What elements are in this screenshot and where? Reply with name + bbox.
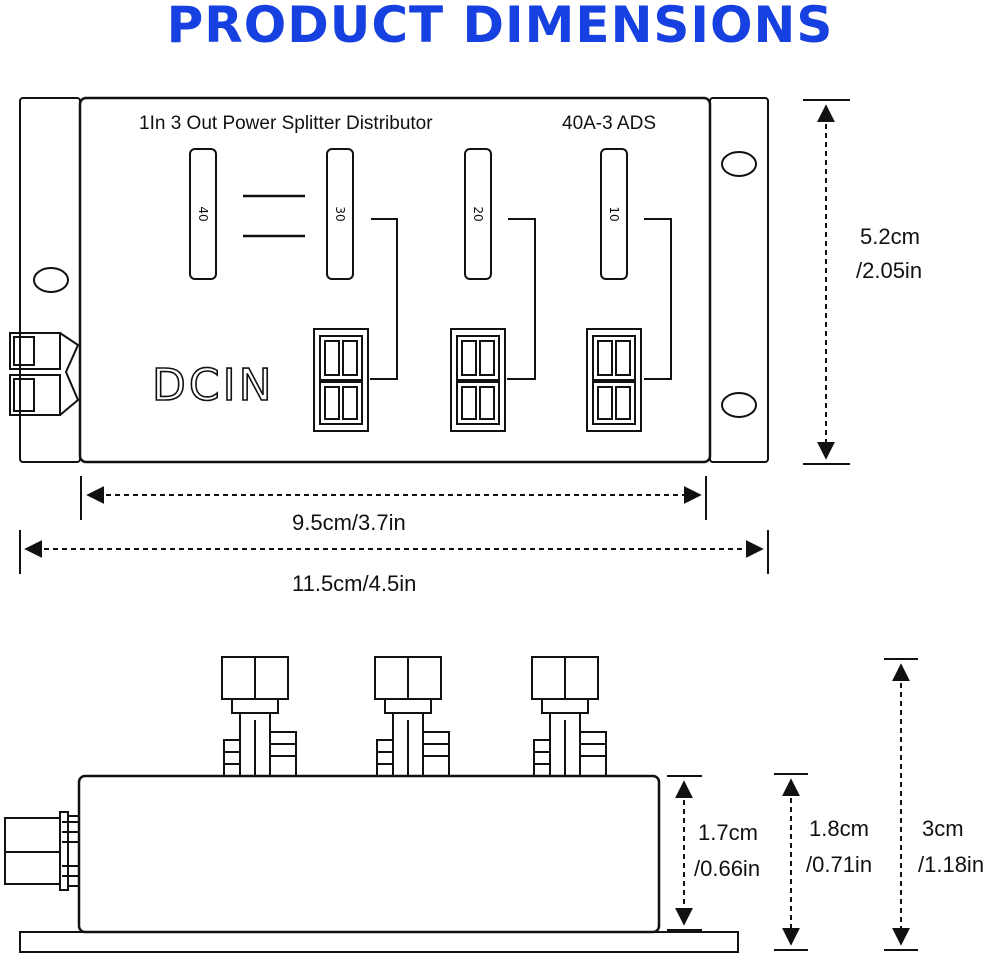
top-dimension-lines xyxy=(19,99,850,574)
fuse-label-30: 30 xyxy=(333,206,347,221)
body-height-metric-label: 1.7cm xyxy=(698,820,758,845)
base-height-imperial-label: /0.71in xyxy=(806,852,872,877)
fuse-label-10: 10 xyxy=(607,206,621,221)
fuse-slot-20 xyxy=(464,148,492,280)
fuse-slot-10 xyxy=(600,148,628,280)
output-connector-icon xyxy=(586,328,642,432)
outer-width-label: 11.5cm/4.5in xyxy=(292,571,416,596)
fuse-label-40: 40 xyxy=(196,206,210,221)
output-connector-side-icon xyxy=(374,656,450,777)
inner-width-label: 9.5cm/3.7in xyxy=(292,510,406,535)
output-connector-icon xyxy=(313,328,369,432)
left-flange xyxy=(19,97,81,463)
top-view xyxy=(9,96,769,464)
model-label: 40A-3 ADS xyxy=(562,113,656,134)
main-body xyxy=(78,96,712,464)
output-connector-side-icon xyxy=(531,656,607,777)
side-dimension-lines xyxy=(667,658,918,951)
height-metric-label: 5.2cm xyxy=(860,224,920,249)
body-height-imperial-label: /0.66in xyxy=(694,856,760,881)
wire xyxy=(507,218,536,380)
side-view xyxy=(4,656,739,953)
mounting-hole-icon xyxy=(721,392,757,418)
total-height-metric-label: 3cm xyxy=(922,816,964,841)
dcin-label: DCIN xyxy=(152,360,275,411)
fuse-slot-40 xyxy=(189,148,217,280)
mounting-hole-icon xyxy=(721,151,757,177)
side-body xyxy=(77,774,661,934)
page-title: PRODUCT DIMENSIONS xyxy=(166,0,834,54)
height-imperial-label: /2.05in xyxy=(856,258,922,283)
base-plate xyxy=(19,931,739,953)
output-connector-icon xyxy=(450,328,506,432)
mounting-hole-icon xyxy=(33,267,69,293)
fuse-slot-30 xyxy=(326,148,354,280)
output-connector-side-icon xyxy=(221,656,297,777)
total-height-imperial-label: /1.18in xyxy=(918,852,984,877)
input-connector-icon xyxy=(9,332,80,416)
base-height-metric-label: 1.8cm xyxy=(809,816,869,841)
input-connector-side-icon xyxy=(4,811,80,891)
wire xyxy=(644,218,672,380)
fuse-label-20: 20 xyxy=(471,206,485,221)
product-label: 1In 3 Out Power Splitter Distributor xyxy=(139,113,433,134)
wire xyxy=(370,218,398,380)
